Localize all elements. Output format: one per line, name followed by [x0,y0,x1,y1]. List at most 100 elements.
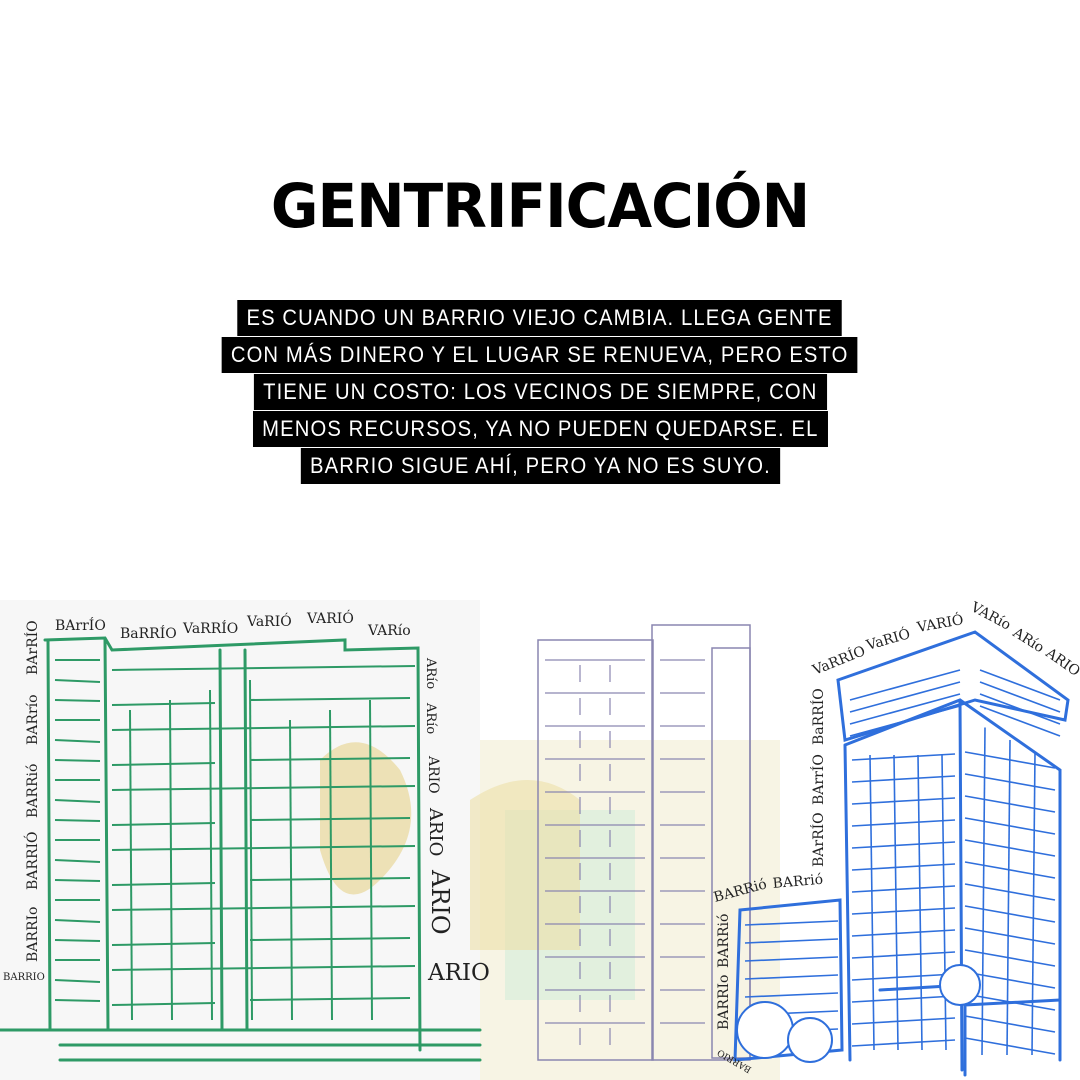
sketch-stroke [111,725,416,731]
green-right-words: ARío ARío ARIO ARIO ARIO ARIO [423,657,490,986]
word: BARRIo [716,975,732,1030]
sketch-stroke [111,762,216,766]
sketch-stroke [964,1015,1056,1033]
word: BaRRÍO [809,688,827,745]
sketch-stroke [941,754,947,1051]
sketch-stroke [981,727,986,1056]
word: BARRIÓ [23,832,41,891]
sketch-stroke [111,665,416,671]
sketch-stroke [849,705,961,737]
sketch-stroke [964,927,1056,945]
sketch-stroke [979,681,1061,713]
word: VaRRÍO [182,619,238,637]
word: ARío [423,657,438,689]
sketch-stroke [849,681,961,713]
sketch-stroke [209,689,213,1021]
sketch-stroke [744,920,839,926]
sketch-stroke [851,995,956,1003]
word: ARío [1009,624,1047,656]
sketch-stroke [851,951,956,959]
word: VaRIÓ [246,612,292,630]
word: ARIO [1042,645,1080,680]
word: BArrÍO [809,754,827,805]
sketch-stroke [744,974,839,980]
word: VARío [967,599,1013,634]
grey-building-windows [545,659,705,1045]
word: BARrió [772,872,824,892]
sketch-stroke [249,877,411,881]
sketch-stroke [744,956,839,962]
paragraph-line: BARRIO SIGUE AHÍ, PERO YA NO ES SUYO. [300,448,780,484]
sketch-stroke [54,939,101,942]
sketch-stroke [851,1017,956,1025]
sketch-stroke [964,861,1056,879]
sketch-stroke [54,999,101,1002]
page-title: GENTRIFICACIÓN [270,170,810,242]
sketch-stroke [851,841,956,849]
sketch-stroke [851,907,956,915]
sketch-stroke [851,1039,956,1047]
sketch-stroke [111,822,216,826]
sketch-stroke [979,705,1061,737]
sketch-stroke [964,817,1056,835]
word: ARIO [425,755,441,794]
sketch-stroke [851,797,956,805]
sketch-stroke [111,882,216,886]
sketch-stroke [851,863,956,871]
word: ARIO [426,869,454,935]
sketch-stroke [744,992,839,998]
sketch-stroke [289,719,293,1021]
green-building-sketch [0,636,482,1062]
sketch-stroke [54,759,101,762]
sketch-stroke [964,1037,1056,1055]
sketch-stroke [54,699,101,702]
sketch-stroke [111,702,216,706]
definition-paragraph: ES CUANDO UN BARRIO VIEJO CAMBIA. LLEGA … [0,300,1080,485]
sketch-stroke [111,845,416,851]
blue-building-windows [744,669,1061,1056]
sketch-stroke [849,693,961,725]
sketch-stroke [54,739,101,743]
sketch-stroke [917,754,923,1051]
sketch-stroke [964,905,1056,923]
word: BArrÍO [55,616,106,634]
sketch-stroke [851,753,956,761]
sketch-stroke [851,819,956,827]
yellow-building-sketch [470,780,580,950]
paragraph-line: ES CUANDO UN BARRIO VIEJO CAMBIA. LLEGA … [237,300,843,336]
word: VARío [367,623,411,639]
word: BaRRÍO [120,624,177,642]
word: BARRIo [25,907,41,962]
paragraph-line: TIENE UN COSTO: LOS VECINOS DE SIEMPRE, … [253,374,827,410]
green-left-words: BArRÍO BARrío BARRió BARRIÓ BARRIo BARRI… [3,620,45,983]
word: BARRIO [3,972,45,983]
word: VARIÓ [306,609,354,627]
sketch-stroke [249,679,253,1021]
sketch-stroke [54,799,101,803]
word: BARRió [25,764,41,818]
sketch-stroke [111,785,416,791]
sketch-stroke [851,885,956,893]
sketch-stroke [869,754,875,1051]
word: BArRÍO [23,620,41,675]
tree-sketch [736,964,981,1063]
green-top-words: BArrÍO BaRRÍO VaRRÍO VaRIÓ VARIÓ VARío [55,609,411,642]
sketch-stroke [249,997,411,1001]
sketch-stroke [111,905,416,911]
sketch-stroke [964,971,1056,989]
sketch-stroke [111,1002,216,1006]
sketch-stroke [54,679,101,683]
sketch-stroke [964,993,1056,1011]
sketch-stroke [54,979,101,983]
sketch-stroke [129,709,133,1021]
blue-vertical-words: BaRRÍO BArrÍO BArRÍO BARRió BARrió BARRi… [712,688,827,1074]
sketch-stroke [111,942,216,946]
paragraph-line: MENOS RECURSOS, YA NO PUEDEN QUEDARSE. E… [252,411,828,447]
sketch-stroke [169,699,173,1021]
sketch-stroke [964,949,1056,967]
word: ARIO [425,807,446,856]
sketch-stroke [54,919,101,923]
grey-building-sketch [537,624,751,1061]
blue-arc-words: VaRRÍO VaRIÓ VARIÓ VARío ARío ARIO [809,599,1080,680]
sketch-stroke [111,965,416,971]
